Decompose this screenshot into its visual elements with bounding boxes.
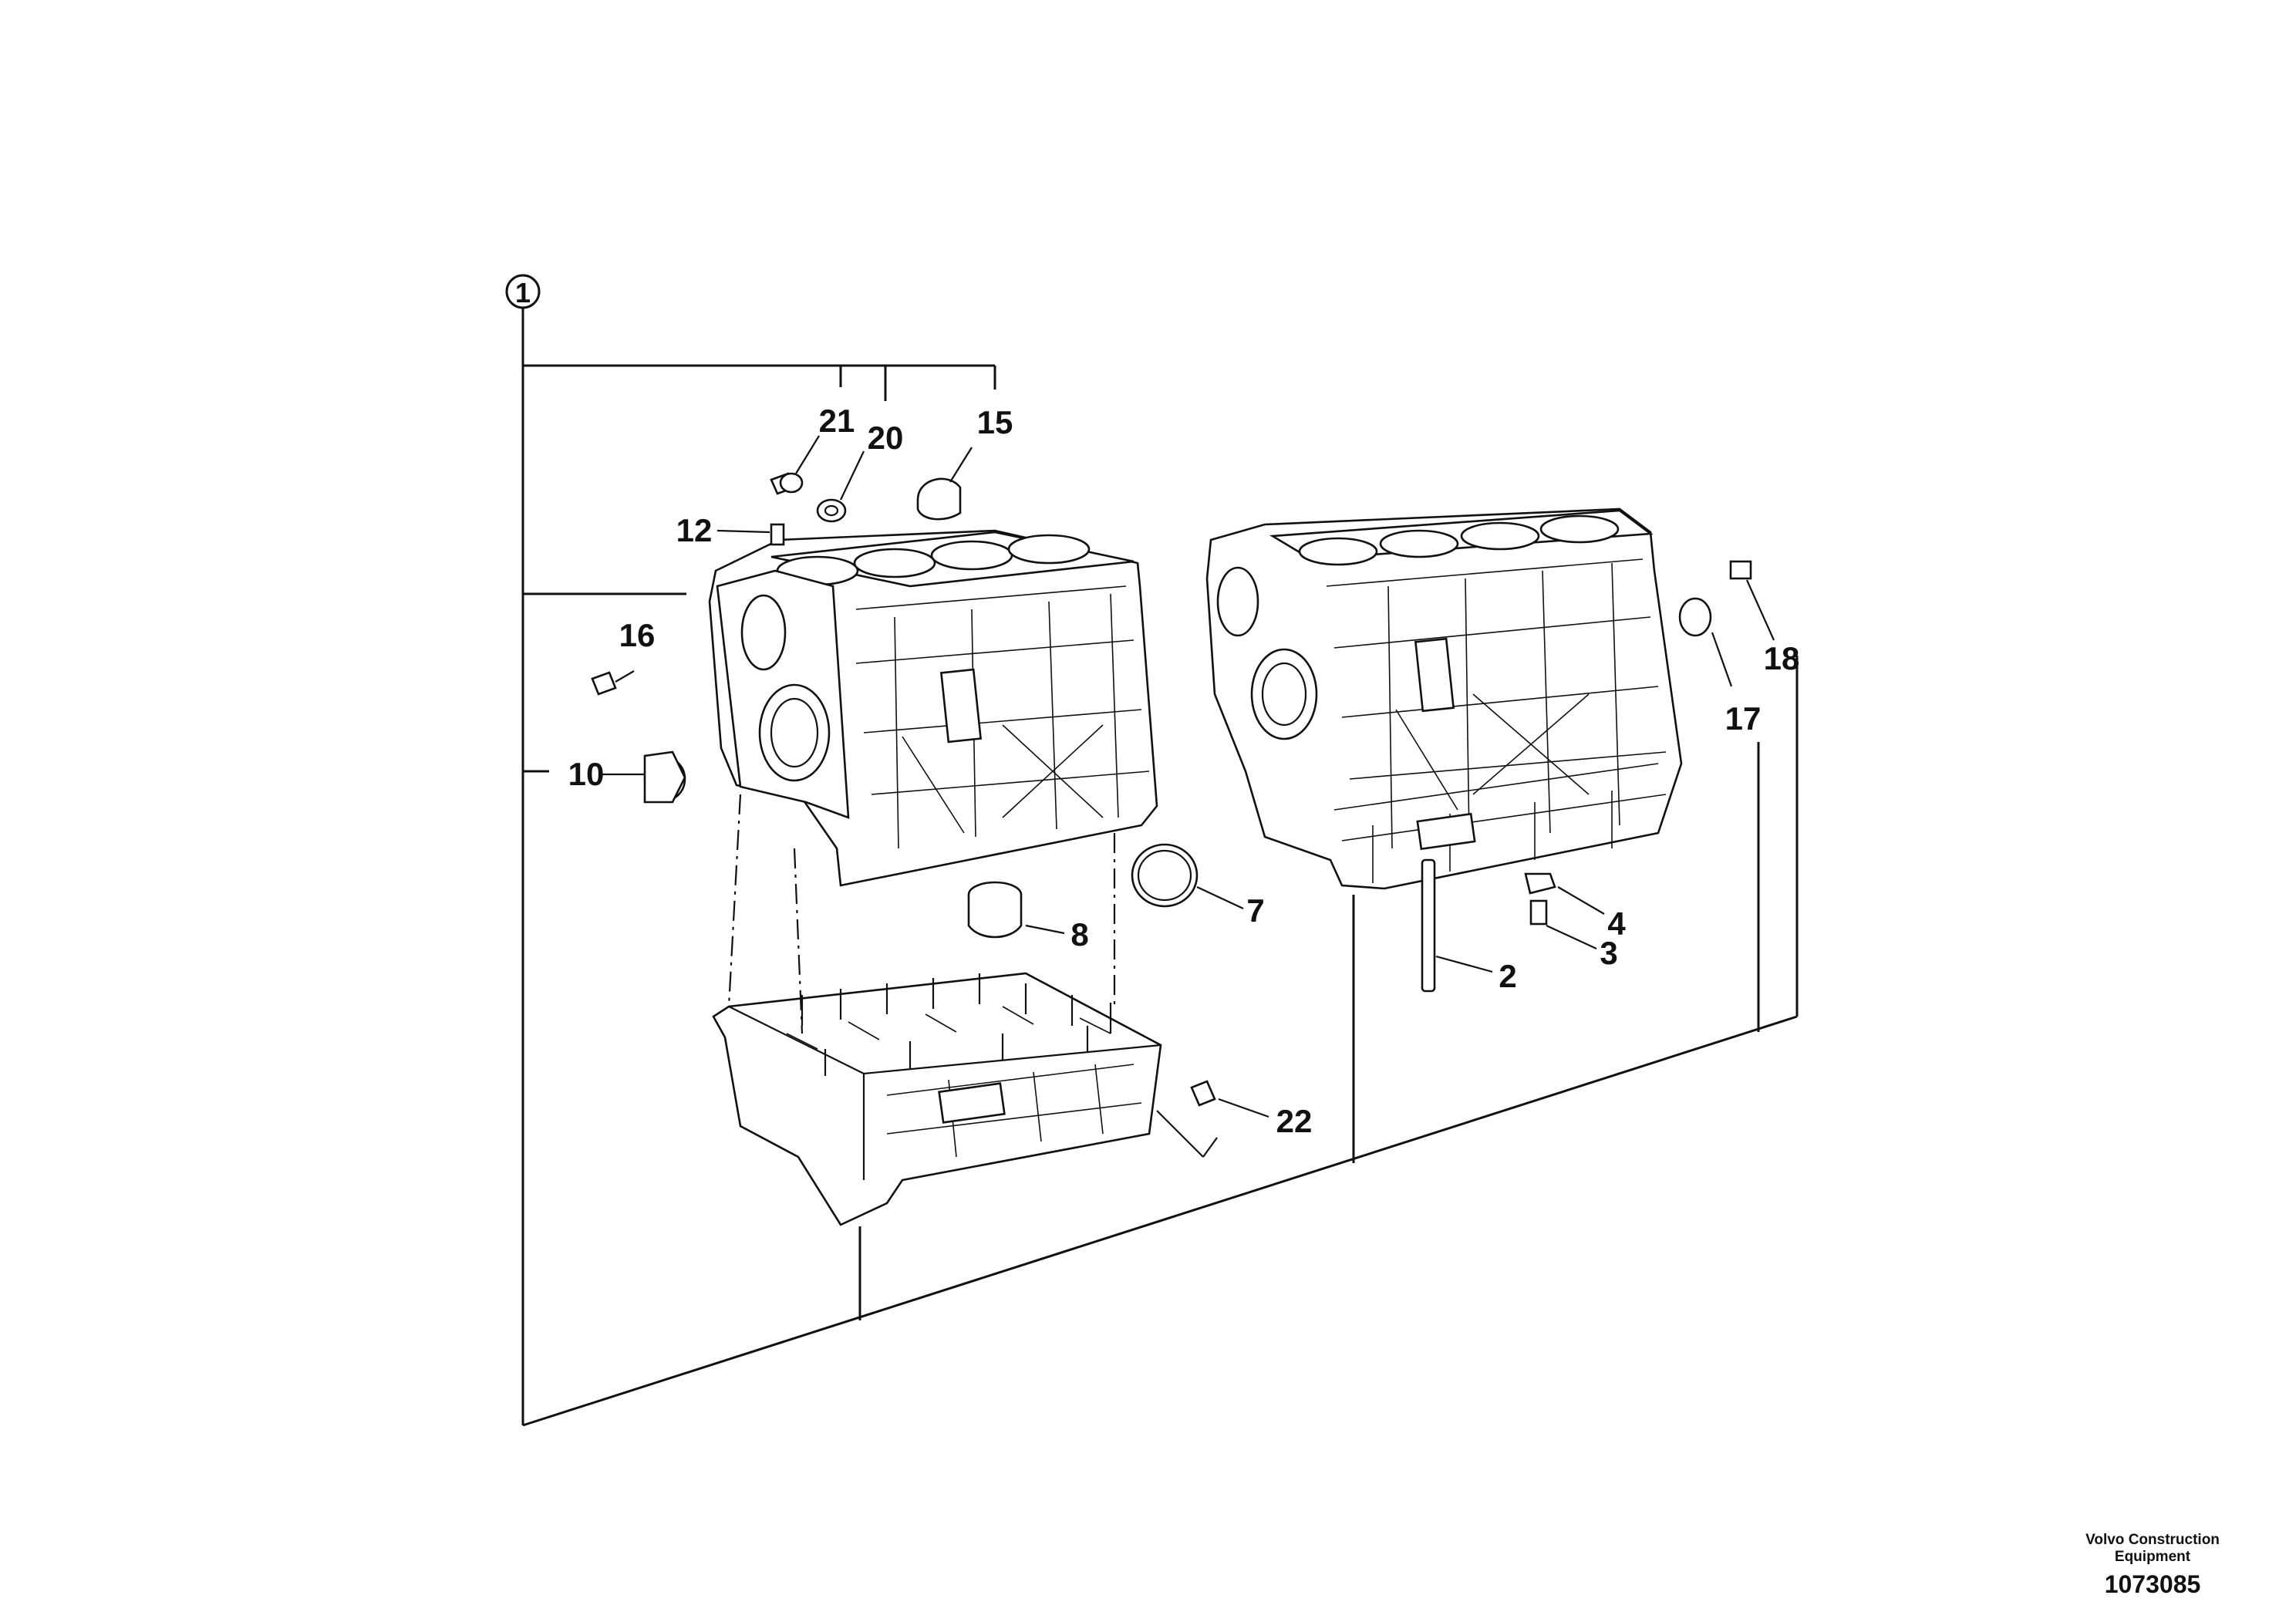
callout-18[interactable]: 18 xyxy=(1764,640,1800,676)
leader-lines xyxy=(602,435,1775,1118)
small-parts xyxy=(591,472,1752,1107)
callout-22[interactable]: 22 xyxy=(1276,1103,1313,1139)
callout-3[interactable]: 3 xyxy=(1600,935,1617,971)
assembly-guide-lines xyxy=(727,794,1218,1158)
svg-text:1: 1 xyxy=(515,277,531,309)
cylinder-block-right xyxy=(1205,508,1683,890)
callout-2[interactable]: 2 xyxy=(1499,958,1516,994)
callout-16[interactable]: 16 xyxy=(619,617,656,653)
callout-8[interactable]: 8 xyxy=(1070,916,1088,953)
callout-4[interactable]: 4 xyxy=(1607,905,1626,942)
brand-line-2: Equipment xyxy=(2114,1549,2191,1565)
callout-10[interactable]: 10 xyxy=(568,756,605,792)
drawing-number: 1073085 xyxy=(2104,1570,2201,1598)
cylinder-block-left xyxy=(708,529,1158,887)
callout-15[interactable]: 15 xyxy=(977,404,1013,440)
crankcase-lower-left xyxy=(712,972,1162,1226)
callout-20[interactable]: 20 xyxy=(868,420,904,456)
callout-7[interactable]: 7 xyxy=(1246,892,1264,929)
callout-1[interactable]: 1 xyxy=(505,274,541,309)
brand-line-1: Volvo Construction xyxy=(2085,1532,2220,1548)
callout-21[interactable]: 21 xyxy=(819,403,855,439)
drawing-footer: Volvo Construction Equipment 1073085 xyxy=(2052,1532,2253,1599)
callout-12[interactable]: 12 xyxy=(676,512,713,548)
main-bracket-lines xyxy=(521,307,1799,1427)
callout-17[interactable]: 17 xyxy=(1725,700,1762,737)
